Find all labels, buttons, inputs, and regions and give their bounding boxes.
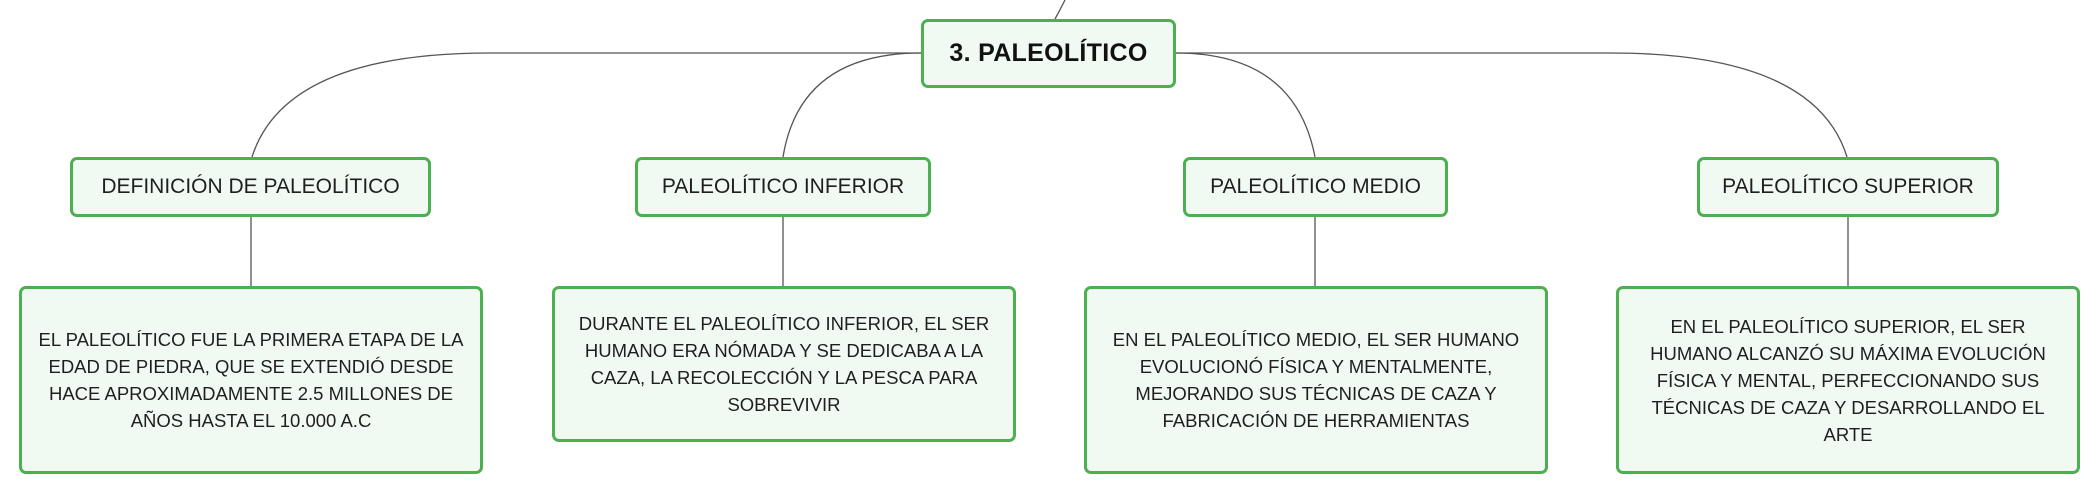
topic-label: DEFINICIÓN DE PALEOLÍTICO bbox=[101, 175, 400, 198]
description-superior[interactable]: EN EL PALEOLÍTICO SUPERIOR, EL SER HUMAN… bbox=[1616, 286, 2080, 474]
topic-definicion-paleolitico[interactable]: DEFINICIÓN DE PALEOLÍTICO bbox=[70, 157, 431, 217]
description-medio[interactable]: EN EL PALEOLÍTICO MEDIO, EL SER HUMANO E… bbox=[1084, 286, 1548, 474]
connector-root-to-medio bbox=[1175, 52, 1316, 158]
connector-root-to-superior bbox=[1176, 52, 1848, 158]
description-inferior[interactable]: DURANTE EL PALEOLÍTICO INFERIOR, EL SER … bbox=[552, 286, 1016, 442]
connector-root-to-inferior bbox=[782, 52, 922, 158]
connector-root-to-definicion bbox=[251, 52, 921, 158]
topic-paleolitico-medio[interactable]: PALEOLÍTICO MEDIO bbox=[1183, 157, 1448, 217]
topic-paleolitico-inferior[interactable]: PALEOLÍTICO INFERIOR bbox=[635, 157, 931, 217]
topic-label: PALEOLÍTICO INFERIOR bbox=[661, 175, 905, 198]
topic-label: PALEOLÍTICO MEDIO bbox=[1210, 175, 1421, 198]
root-node[interactable]: 3. PALEOLÍTICO bbox=[921, 19, 1176, 88]
description-definicion[interactable]: EL PALEOLÍTICO FUE LA PRIMERA ETAPA DE L… bbox=[19, 286, 483, 474]
description-text: DURANTE EL PALEOLÍTICO INFERIOR, EL SER … bbox=[578, 313, 990, 415]
topic-label: PALEOLÍTICO SUPERIOR bbox=[1722, 175, 1974, 198]
topic-paleolitico-superior[interactable]: PALEOLÍTICO SUPERIOR bbox=[1697, 157, 1999, 217]
connector-parent-to-root bbox=[1054, 0, 1066, 20]
description-text: EN EL PALEOLÍTICO SUPERIOR, EL SER HUMAN… bbox=[1650, 315, 2046, 445]
description-text: EL PALEOLÍTICO FUE LA PRIMERA ETAPA DE L… bbox=[38, 329, 464, 431]
root-node-label: 3. PALEOLÍTICO bbox=[949, 39, 1148, 67]
description-text: EN EL PALEOLÍTICO MEDIO, EL SER HUMANO E… bbox=[1112, 329, 1520, 431]
